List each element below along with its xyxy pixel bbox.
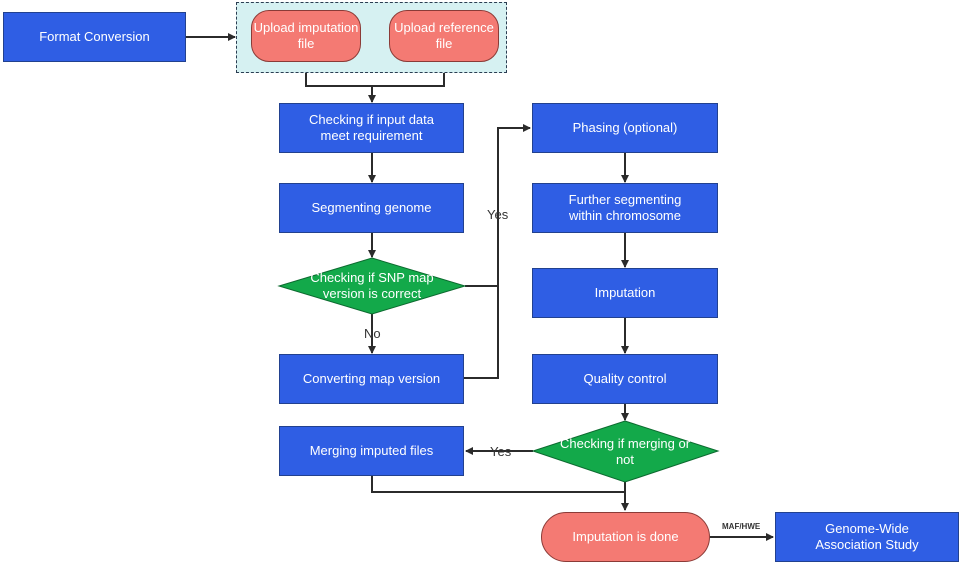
checking-snp-label: Checking if SNP map version is correct [310, 270, 434, 301]
checking-input-label: Checking if input data meet requirement [308, 112, 435, 143]
format-conversion-box[interactable]: Format Conversion [3, 12, 186, 62]
imputation-label: Imputation [594, 285, 656, 300]
edge-label-yes-merging: Yes [490, 444, 512, 459]
edge-label-yes-snp: Yes [487, 207, 509, 222]
merging-imputed-label: Merging imputed files [309, 443, 434, 458]
imputation-box[interactable]: Imputation [532, 268, 718, 318]
format-conversion-label: Format Conversion [39, 29, 150, 44]
decision-snp-diamond [277, 257, 467, 315]
segmenting-genome-box[interactable]: Segmenting genome [279, 183, 464, 233]
edge-converting-to-phasing [464, 286, 499, 379]
edge-merged-to-done [371, 476, 625, 493]
further-segmenting-box[interactable]: Further segmenting within chromosome [532, 183, 718, 233]
quality-control-box[interactable]: Quality control [532, 354, 718, 404]
converting-map-label: Converting map version [302, 371, 441, 386]
further-segmenting-label: Further segmenting within chromosome [568, 192, 682, 223]
upload-reference-file[interactable]: Upload reference file [389, 10, 499, 62]
converting-map-box[interactable]: Converting map version [279, 354, 464, 404]
imputation-done-label: Imputation is done [572, 529, 679, 544]
quality-control-label: Quality control [583, 371, 667, 386]
checking-input-box[interactable]: Checking if input data meet requirement [279, 103, 464, 153]
segmenting-genome-label: Segmenting genome [311, 200, 432, 215]
upload-imputation-label: Upload imputation file [253, 20, 359, 51]
edge-snp-yes [465, 124, 531, 287]
merging-imputed-box[interactable]: Merging imputed files [279, 426, 464, 476]
decision-merging-diamond [531, 420, 720, 483]
phasing-label: Phasing (optional) [572, 120, 678, 135]
gwas-label: Genome-Wide Association Study [815, 521, 919, 552]
gwas-box[interactable]: Genome-Wide Association Study [775, 512, 959, 562]
edge-label-no-snp: No [364, 326, 381, 341]
upload-imputation-file[interactable]: Upload imputation file [251, 10, 361, 62]
edge-label-maf-hwe: MAF/HWE [722, 522, 761, 531]
imputation-done-terminal[interactable]: Imputation is done [541, 512, 710, 562]
phasing-box[interactable]: Phasing (optional) [532, 103, 718, 153]
upload-reference-label: Upload reference file [394, 20, 494, 51]
checking-merging-label: Checking if merging or not [559, 436, 691, 467]
